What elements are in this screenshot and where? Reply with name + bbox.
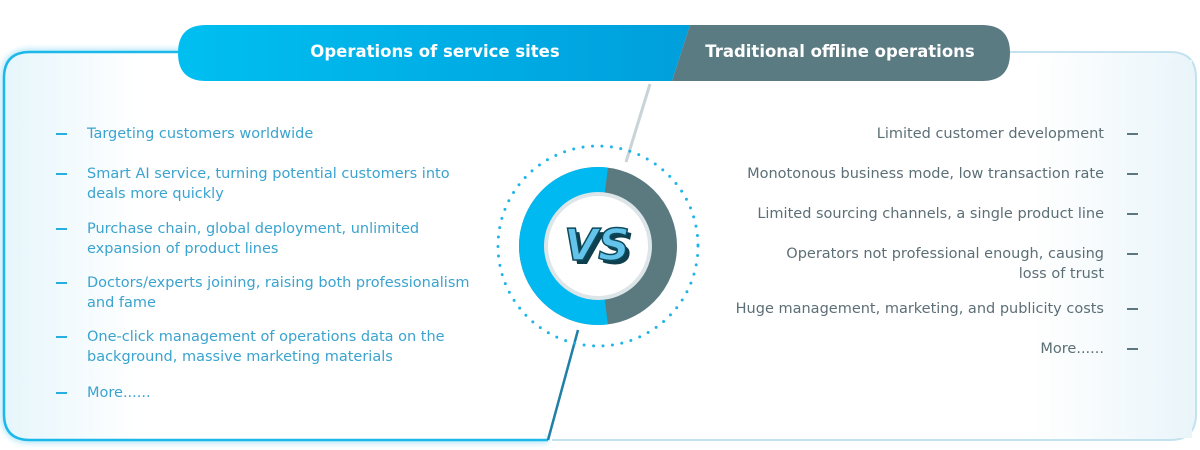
list-item-text: Huge management, marketing, and publicit… bbox=[735, 301, 1104, 317]
dash-icon bbox=[56, 228, 67, 230]
list-item: Doctors/experts joining, raising both pr… bbox=[56, 273, 486, 327]
list-item-text: Doctors/experts joining, raising both pr… bbox=[87, 275, 470, 311]
list-item: More...... bbox=[56, 383, 486, 407]
list-item-text: Limited customer development bbox=[876, 126, 1104, 142]
list-item-text: Operators not professional enough, causi… bbox=[786, 246, 1104, 282]
tab-left-bg bbox=[178, 25, 690, 81]
dash-icon bbox=[1127, 133, 1138, 135]
list-item-text: More...... bbox=[87, 385, 151, 401]
connector-bottom bbox=[546, 329, 580, 441]
dash-icon bbox=[56, 173, 67, 175]
dash-icon bbox=[1127, 348, 1138, 350]
left-panel bbox=[2, 50, 548, 442]
dash-icon bbox=[56, 336, 67, 338]
list-item-text: Purchase chain, global deployment, unlim… bbox=[87, 221, 420, 257]
dash-icon bbox=[1127, 173, 1138, 175]
list-item: Smart AI service, turning potential cust… bbox=[56, 164, 486, 219]
dash-icon bbox=[56, 133, 67, 135]
list-item-text: Smart AI service, turning potential cust… bbox=[87, 166, 450, 202]
connector-top bbox=[624, 83, 652, 163]
vs-badge: VS bbox=[564, 220, 630, 271]
list-item: Limited customer development bbox=[708, 124, 1138, 164]
list-item: Monotonous business mode, low transactio… bbox=[708, 164, 1138, 204]
left-feature-list: Targeting customers worldwide Smart AI s… bbox=[56, 124, 486, 407]
list-item-text: Targeting customers worldwide bbox=[87, 126, 314, 142]
dash-icon bbox=[1127, 308, 1138, 310]
list-item: Operators not professional enough, causi… bbox=[708, 244, 1138, 299]
tab-right-bg bbox=[672, 25, 1010, 81]
list-item-text: More...... bbox=[1040, 341, 1104, 357]
right-title: Traditional offline operations bbox=[705, 42, 975, 61]
dash-icon bbox=[1127, 213, 1138, 215]
ring-left-segment bbox=[519, 167, 677, 325]
dotted-circle bbox=[496, 144, 700, 348]
vs-badge-shadow: VS bbox=[568, 224, 634, 275]
list-item-text: Limited sourcing channels, a single prod… bbox=[757, 206, 1104, 222]
list-item: Targeting customers worldwide bbox=[56, 124, 486, 164]
list-item-text: One-click management of operations data … bbox=[87, 329, 445, 365]
dash-icon bbox=[1127, 253, 1138, 255]
dash-icon bbox=[56, 282, 67, 284]
list-item: Huge management, marketing, and publicit… bbox=[708, 299, 1138, 339]
list-item-text: Monotonous business mode, low transactio… bbox=[747, 166, 1104, 182]
right-feature-list: Limited customer development Monotonous … bbox=[708, 124, 1138, 363]
dash-icon bbox=[56, 392, 67, 394]
ring-inner-border bbox=[544, 192, 652, 300]
list-item: Limited sourcing channels, a single prod… bbox=[708, 204, 1138, 244]
list-item: Purchase chain, global deployment, unlim… bbox=[56, 219, 486, 273]
list-item: One-click management of operations data … bbox=[56, 327, 486, 383]
left-title: Operations of service sites bbox=[310, 42, 560, 61]
list-item: More...... bbox=[708, 339, 1138, 363]
